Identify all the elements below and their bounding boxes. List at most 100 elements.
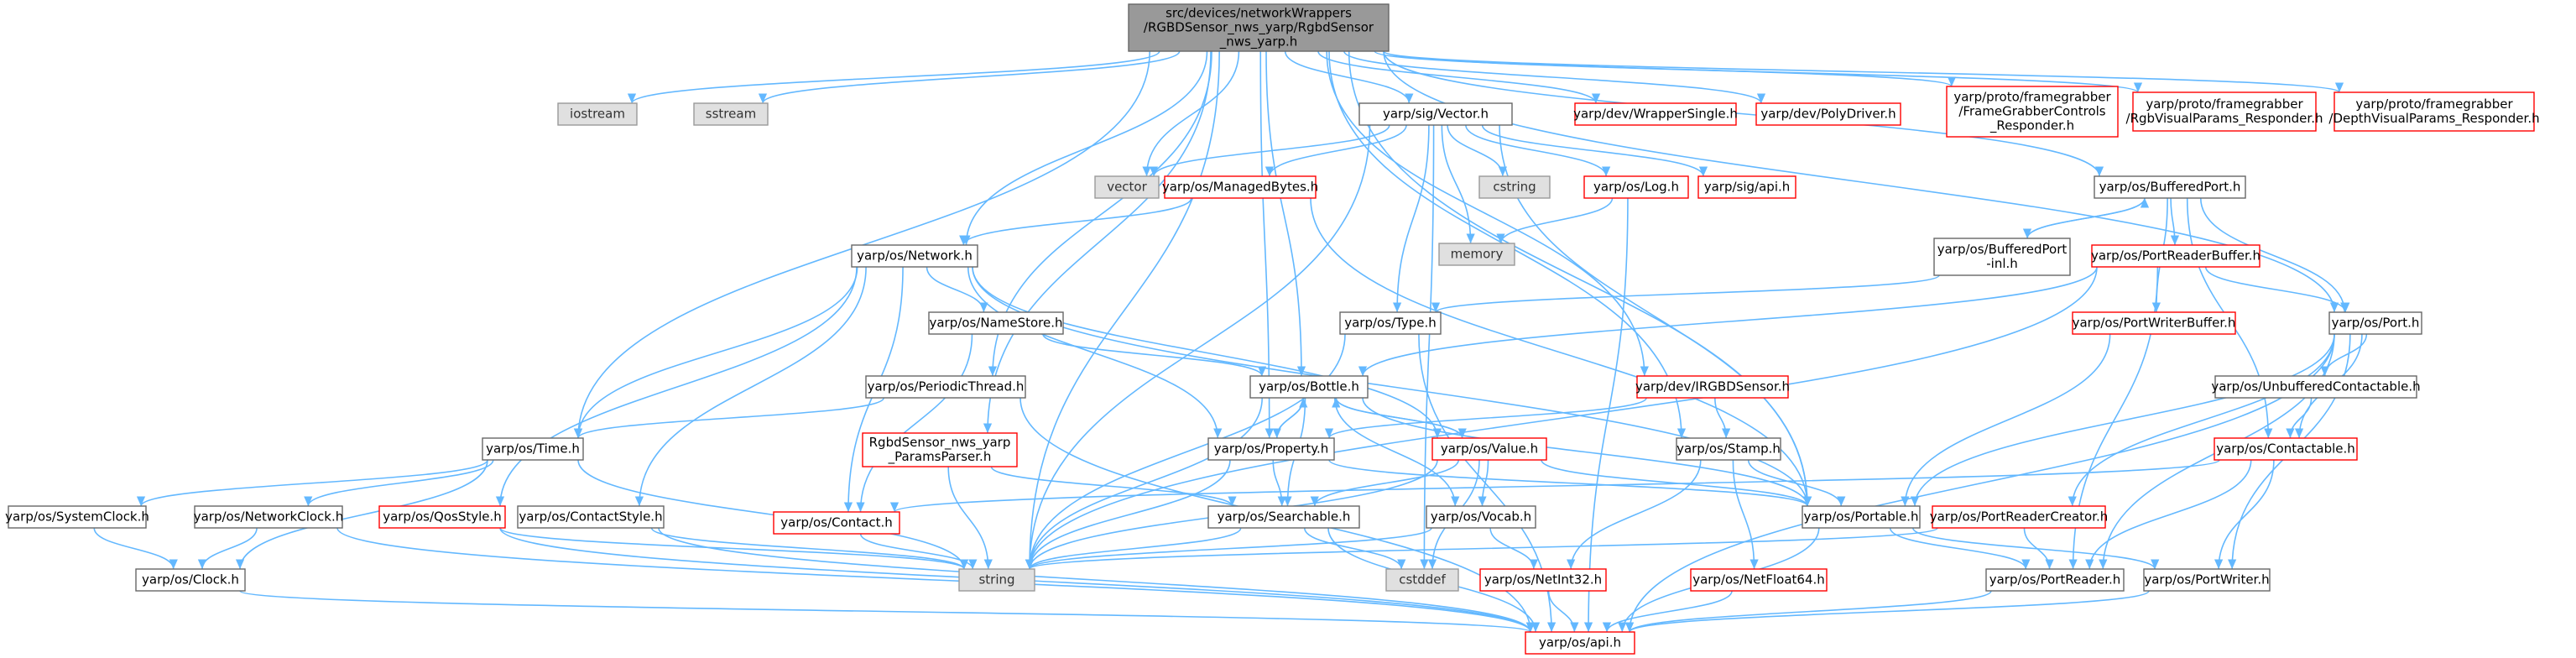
edge-portreadercreator-to-string: [1025, 527, 1938, 570]
node-property[interactable]: yarp/os/Property.h: [1207, 437, 1335, 461]
node-box: [2072, 311, 2236, 335]
node-time[interactable]: yarp/os/Time.h: [482, 437, 584, 461]
node-label: string: [978, 572, 1014, 588]
node-oslog[interactable]: yarp/os/Log.h: [1583, 175, 1689, 199]
node-contactable[interactable]: yarp/os/Contactable.h: [2214, 437, 2358, 461]
node-unbufferedcontactable[interactable]: yarp/os/UnbufferedContactable.h: [2211, 375, 2421, 399]
node-portreaderbuffer[interactable]: yarp/os/PortReaderBuffer.h: [2091, 244, 2261, 268]
node-searchable[interactable]: yarp/os/Searchable.h: [1207, 505, 1360, 529]
node-label: yarp/proto/framegrabber: [2146, 97, 2303, 112]
node-network[interactable]: yarp/os/Network.h: [851, 244, 978, 268]
node-managedbytes[interactable]: yarp/os/ManagedBytes.h: [1162, 175, 1318, 199]
edge-value-to-bottle: [1332, 397, 1463, 439]
node-cstring[interactable]: cstring: [1478, 175, 1551, 199]
edge-managedbytes-to-network: [959, 197, 1192, 246]
node-systemclock[interactable]: yarp/os/SystemClock.h: [5, 505, 149, 529]
node-networkclock[interactable]: yarp/os/NetworkClock.h: [194, 505, 344, 529]
node-osapi[interactable]: yarp/os/api.h: [1525, 631, 1635, 655]
node-cstddef[interactable]: cstddef: [1385, 568, 1459, 592]
node-memory[interactable]: memory: [1438, 243, 1515, 266]
edge-bufferedport-to-port: [2199, 197, 2349, 313]
edge-contactstyle-to-string: [650, 527, 968, 570]
node-clock[interactable]: yarp/os/Clock.h: [135, 568, 246, 592]
node-iostream[interactable]: iostream: [557, 102, 638, 126]
node-label: yarp/os/QosStyle.h: [383, 509, 502, 525]
node-portreadercreator[interactable]: yarp/os/PortReaderCreator.h: [1930, 505, 2109, 529]
edge-networkclock-to-clock: [197, 527, 258, 570]
node-portwriter[interactable]: yarp/os/PortWriter.h: [2143, 568, 2271, 592]
node-box: [1426, 505, 1536, 529]
node-label: yarp/dev/IRGBDSensor.h: [1635, 379, 1790, 394]
node-box: [865, 375, 1026, 399]
node-box: [2091, 244, 2261, 268]
node-label: vector: [1107, 180, 1147, 195]
node-port[interactable]: yarp/os/Port.h: [2328, 311, 2422, 335]
node-label: yarp/os/NetworkClock.h: [194, 509, 344, 525]
node-box: [1932, 505, 2106, 529]
node-sigapi[interactable]: yarp/sig/api.h: [1697, 175, 1796, 199]
node-paramsparser[interactable]: RgbdSensor_nws_yarp_ParamsParser.h: [862, 432, 1018, 467]
edge-portable-to-portreader: [1889, 527, 2031, 570]
node-type[interactable]: yarp/os/Type.h: [1339, 311, 1442, 335]
edge-value-to-portable: [1541, 459, 1812, 507]
node-label: memory: [1451, 247, 1504, 262]
edge-searchable-to-string: [1025, 527, 1242, 570]
node-label: yarp/os/Log.h: [1593, 180, 1679, 195]
node-label: yarp/os/NetInt32.h: [1484, 572, 1602, 588]
node-box: [1755, 102, 1901, 126]
node-rgbvisual[interactable]: yarp/proto/framegrabber/RgbVisualParams_…: [2126, 91, 2323, 132]
node-qosstyle[interactable]: yarp/os/QosStyle.h: [378, 505, 506, 529]
node-label: yarp/os/PortReader.h: [1989, 572, 2121, 588]
node-box: [1094, 175, 1160, 199]
node-box: [2143, 568, 2271, 592]
node-label: /FrameGrabberControls: [1958, 104, 2105, 119]
node-sstream[interactable]: sstream: [693, 102, 769, 126]
node-label: yarp/os/UnbufferedContactable.h: [2211, 379, 2420, 394]
node-netfloat64[interactable]: yarp/os/NetFloat64.h: [1690, 568, 1828, 592]
node-portwriterbuffer[interactable]: yarp/os/PortWriterBuffer.h: [2072, 311, 2236, 335]
node-depthvisual[interactable]: yarp/proto/framegrabber/DepthVisualParam…: [2328, 91, 2540, 132]
node-namestore[interactable]: yarp/os/NameStore.h: [928, 311, 1064, 335]
node-box: [1478, 175, 1551, 199]
node-label: yarp/sig/Vector.h: [1383, 107, 1489, 122]
node-wrappersingle[interactable]: yarp/dev/WrapperSingle.h: [1573, 102, 1738, 126]
node-box: [1985, 568, 2125, 592]
edge-namestore-to-bottle: [1042, 333, 1267, 377]
node-box: [1249, 375, 1369, 399]
edge-portable-to-portwriter: [1912, 527, 2160, 570]
node-label: yarp/os/Portable.h: [1804, 509, 1919, 525]
node-box: [194, 505, 343, 529]
node-root[interactable]: src/devices/networkWrappers/RGBDSensor_n…: [1128, 3, 1390, 52]
edge-property-to-portable: [1328, 459, 1812, 507]
node-contactstyle[interactable]: yarp/os/ContactStyle.h: [517, 505, 665, 529]
node-portable[interactable]: yarp/os/Portable.h: [1802, 505, 1921, 529]
node-polydriver[interactable]: yarp/dev/PolyDriver.h: [1755, 102, 1901, 126]
node-box: [773, 511, 900, 535]
node-portreader[interactable]: yarp/os/PortReader.h: [1985, 568, 2125, 592]
node-vector[interactable]: vector: [1094, 175, 1160, 199]
node-label: yarp/os/Bottle.h: [1259, 379, 1359, 394]
edge-network-to-value: [972, 266, 1442, 439]
node-sigvector[interactable]: yarp/sig/Vector.h: [1358, 102, 1513, 126]
node-vocab[interactable]: yarp/os/Vocab.h: [1426, 505, 1536, 529]
edge-root-to-irgbdsensor: [1326, 50, 1649, 377]
node-label: yarp/os/Network.h: [857, 248, 973, 264]
node-box: [958, 568, 1035, 592]
node-value[interactable]: yarp/os/Value.h: [1431, 437, 1547, 461]
edge-portreaderbuffer-to-port: [2204, 266, 2350, 313]
node-irgbdsensor[interactable]: yarp/dev/IRGBDSensor.h: [1635, 375, 1790, 399]
edge-property-to-string: [1025, 459, 1231, 570]
edge-property-to-searchable: [1272, 459, 1286, 507]
node-box: [135, 568, 246, 592]
node-netint32[interactable]: yarp/os/NetInt32.h: [1479, 568, 1607, 592]
edge-contactable-to-contact: [890, 459, 2220, 513]
node-bufferedportinl[interactable]: yarp/os/BufferedPort-inl.h: [1933, 238, 2071, 276]
node-box: [2132, 91, 2317, 132]
node-contact[interactable]: yarp/os/Contact.h: [773, 511, 900, 535]
node-bufferedport[interactable]: yarp/os/BufferedPort.h: [2094, 175, 2246, 199]
node-bottle[interactable]: yarp/os/Bottle.h: [1249, 375, 1369, 399]
node-stamp[interactable]: yarp/os/Stamp.h: [1676, 437, 1781, 461]
node-fgcontrols[interactable]: yarp/proto/framegrabber/FrameGrabberCont…: [1946, 86, 2119, 138]
node-periodicthread[interactable]: yarp/os/PeriodicThread.h: [865, 375, 1026, 399]
node-string[interactable]: string: [958, 568, 1035, 592]
